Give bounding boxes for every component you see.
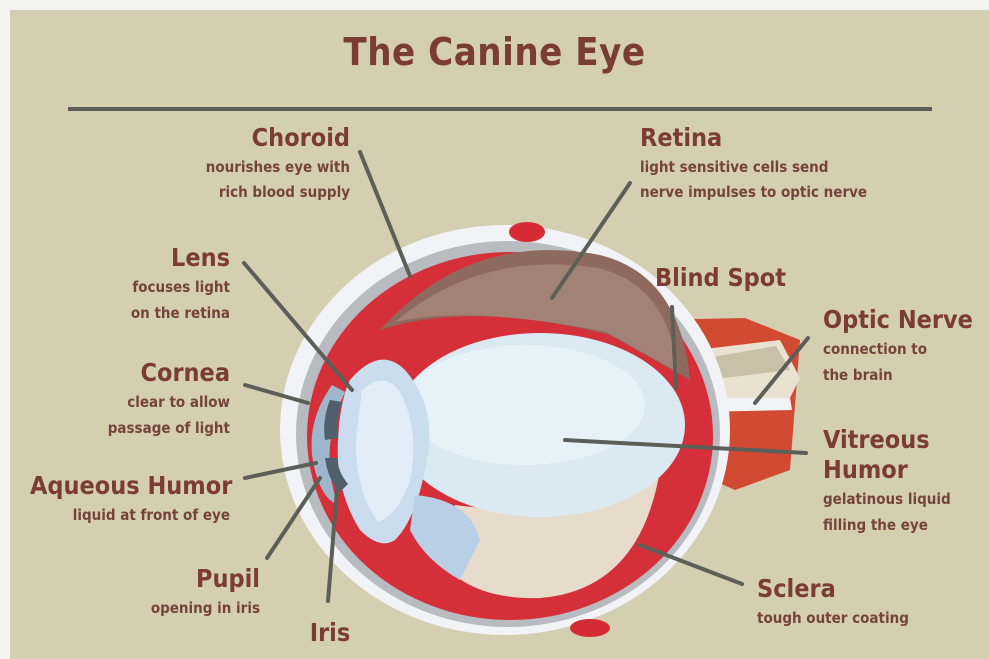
cornea-desc-2: passage of light [60, 414, 230, 443]
sclera-desc: tough outer coating [757, 604, 909, 633]
optic-nerve-desc-2: the brain [823, 361, 973, 390]
muscle-bottom-accent [570, 619, 610, 637]
label-blind-spot: Blind Spot [655, 263, 786, 293]
optic-nerve-name: Optic Nerve [823, 305, 973, 335]
vitreous-desc-1: gelatinous liquid [823, 485, 951, 514]
retina-name: Retina [640, 123, 867, 153]
vitreous-name-1: Vitreous [823, 425, 951, 455]
lens-name: Lens [80, 243, 230, 273]
label-iris: Iris [300, 618, 360, 648]
choroid-desc-2: rich blood supply [170, 178, 350, 207]
muscle-top-accent [509, 222, 545, 242]
lens-desc-2: on the retina [80, 299, 230, 328]
label-aqueous-humor: Aqueous Humor liquid at front of eye [30, 471, 230, 530]
aqueous-humor-name: Aqueous Humor [30, 471, 230, 501]
aqueous-humor-desc: liquid at front of eye [30, 501, 230, 530]
cornea-desc-1: clear to allow [60, 388, 230, 417]
retina-desc-2: nerve impulses to optic nerve [640, 178, 867, 207]
sclera-name: Sclera [757, 574, 909, 604]
optic-nerve-desc-1: connection to [823, 335, 973, 364]
vitreous-highlight [405, 345, 645, 465]
label-retina: Retina light sensitive cells send nerve … [640, 123, 867, 207]
blind-spot-name: Blind Spot [655, 263, 786, 293]
vitreous-name-2: Humor [823, 455, 951, 485]
label-optic-nerve: Optic Nerve connection to the brain [823, 305, 973, 390]
cornea-name: Cornea [60, 358, 230, 388]
vitreous-desc-2: filling the eye [823, 511, 951, 540]
pupil-name: Pupil [110, 564, 260, 594]
choroid-name: Choroid [170, 123, 350, 153]
label-lens: Lens focuses light on the retina [80, 243, 230, 328]
label-vitreous-humor: Vitreous Humor gelatinous liquid filling… [823, 425, 951, 540]
pupil-desc: opening in iris [110, 594, 260, 623]
label-choroid: Choroid nourishes eye with rich blood su… [170, 123, 350, 207]
label-cornea: Cornea clear to allow passage of light [60, 358, 230, 443]
iris-name: Iris [300, 618, 360, 648]
label-pupil: Pupil opening in iris [110, 564, 260, 623]
lens-desc-1: focuses light [80, 273, 230, 302]
label-sclera: Sclera tough outer coating [757, 574, 909, 633]
